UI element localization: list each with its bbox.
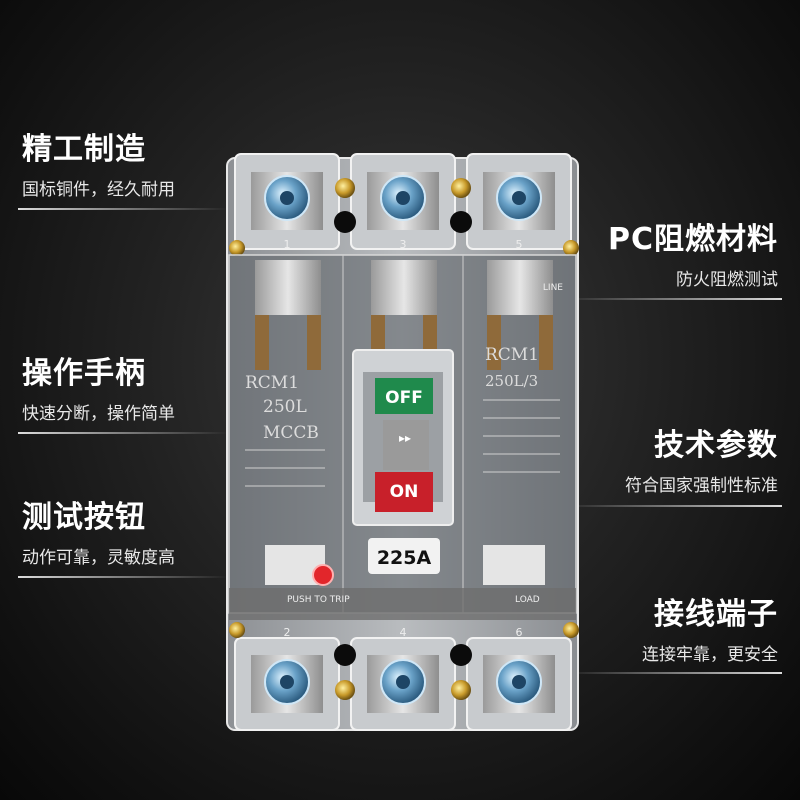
feature-desc: 防火阻燃测试 [676, 270, 778, 290]
line-text: LINE [543, 283, 563, 293]
pole-label: 5 [516, 238, 523, 251]
pole-label: 6 [516, 626, 523, 639]
feature-desc: 国标铜件，经久耐用 [22, 180, 175, 200]
push-to-trip-text: PUSH TO TRIP [287, 595, 350, 605]
model-text-left: RCM1 [245, 373, 299, 393]
model-text-right: RCM1 [485, 345, 539, 365]
mccb-text: MCCB [263, 423, 319, 443]
feature-craft: 精工制造 国标铜件，经久耐用 [22, 132, 175, 202]
pole-label: 2 [284, 626, 291, 639]
rating-label: 225A [377, 547, 432, 569]
current-text-right: 250L/3 [485, 372, 538, 390]
feature-test: 测试按钮 动作可靠，灵敏度高 [22, 500, 175, 570]
divider-line [562, 672, 782, 674]
top-terminals [229, 153, 579, 256]
divider-line [562, 298, 782, 300]
feature-params: 技术参数 符合国家强制性标准 [625, 428, 778, 498]
divider-line [562, 505, 782, 507]
feature-title: 技术参数 [654, 428, 778, 463]
svg-text:▸▸: ▸▸ [399, 431, 411, 445]
divider-line [18, 576, 228, 578]
divider-line [18, 432, 228, 434]
pole-label: 1 [284, 238, 291, 251]
feature-handle: 操作手柄 快速分断，操作简单 [22, 356, 175, 426]
feature-title: 测试按钮 [22, 500, 146, 535]
load-text: LOAD [515, 595, 540, 605]
on-label: ON [390, 482, 419, 502]
off-label: OFF [385, 388, 423, 408]
feature-desc: 动作可靠，灵敏度高 [22, 548, 175, 568]
pole-label: 3 [400, 238, 407, 251]
bottom-terminals [229, 622, 579, 731]
contact-blocks [255, 260, 553, 370]
feature-material: PC阻燃材料 防火阻燃测试 [608, 222, 778, 292]
circuit-breaker-image: 1 3 5 RCM1 250L MCCB RCM1 250L/3 LINE OF… [226, 153, 579, 731]
feature-desc: 快速分断，操作简单 [22, 404, 175, 424]
feature-title: 接线端子 [654, 597, 778, 632]
pole-label: 4 [400, 626, 407, 639]
divider-line [18, 208, 228, 210]
feature-desc: 连接牢靠，更安全 [642, 645, 778, 665]
feature-title: 精工制造 [22, 132, 146, 167]
feature-title: 操作手柄 [22, 356, 146, 391]
feature-terminal: 接线端子 连接牢靠，更安全 [642, 597, 778, 667]
test-button [312, 564, 334, 586]
feature-title: PC阻燃材料 [607, 222, 778, 257]
current-text-left: 250L [263, 397, 307, 417]
feature-desc: 符合国家强制性标准 [625, 476, 778, 496]
